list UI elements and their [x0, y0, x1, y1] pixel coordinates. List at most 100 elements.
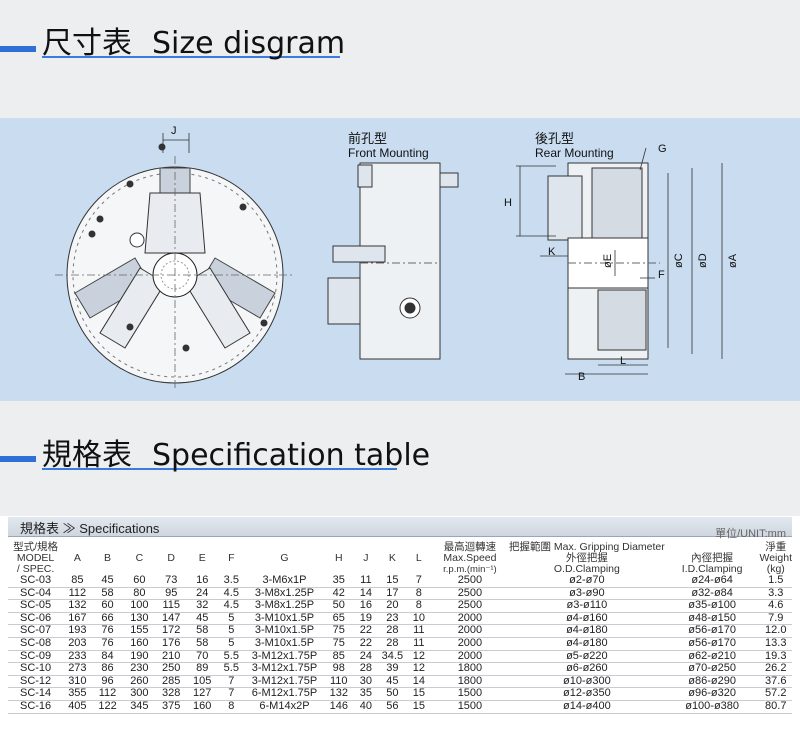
table-cell: 3-M10x1.5P	[245, 625, 324, 638]
table-cell: 2000	[430, 637, 509, 651]
table-cell: 12.0	[759, 625, 792, 638]
table-cell: ø35-ø100	[664, 600, 760, 613]
table-cell: SC-05	[8, 600, 64, 613]
table-cell: 132	[63, 600, 92, 613]
table-cell: 2500	[430, 587, 509, 601]
table-cell: 300	[123, 688, 156, 701]
table-cell: 15	[406, 688, 431, 701]
title-en: Size disgram	[152, 26, 346, 61]
table-cell: 3.5	[217, 574, 246, 588]
table-cell: 110	[323, 675, 354, 689]
table-cell: ø24-ø64	[664, 574, 760, 588]
table-cell: 8	[406, 587, 431, 601]
table-cell: 5.5	[217, 650, 246, 664]
table-cell: 96	[91, 675, 124, 689]
table-cell: 146	[323, 700, 354, 714]
table-cell: 80.7	[759, 700, 792, 714]
spec-panel: 規格表 ≫ Specifications 單位/UNIT:mm 型式/規格 MO…	[8, 517, 792, 749]
table-cell: SC-08	[8, 637, 64, 651]
col-g: G	[280, 551, 289, 564]
table-cell: 45	[377, 675, 407, 689]
table-cell: 310	[63, 675, 92, 689]
table-cell: ø48-ø150	[664, 612, 760, 626]
top-band	[0, 0, 800, 118]
table-cell: ø86-ø290	[664, 675, 760, 689]
table-cell: 24	[187, 587, 218, 601]
table-cell: 112	[91, 688, 124, 701]
table-cell: 375	[155, 700, 188, 714]
table-cell: 6-M12x1.75P	[245, 688, 324, 701]
table-cell: 76	[91, 625, 124, 638]
table-cell: 12	[406, 650, 431, 664]
table-cell: 50	[377, 688, 407, 701]
spec-panel-header: 規格表 ≫ Specifications	[8, 517, 792, 537]
col-j: J	[363, 551, 369, 564]
dim-l-label: L	[620, 355, 626, 367]
table-cell: 58	[187, 637, 218, 651]
table-cell: 95	[155, 587, 188, 601]
table-cell: 1500	[430, 700, 509, 714]
dim-g-label: G	[658, 143, 667, 155]
dim-b-label: B	[578, 371, 585, 383]
table-cell: 132	[323, 688, 354, 701]
table-cell: 65	[323, 612, 354, 626]
table-cell: 3.3	[759, 587, 792, 601]
table-cell: 85	[63, 574, 92, 588]
table-cell: 167	[63, 612, 92, 626]
table-cell: 3-M8x1.25P	[245, 600, 324, 613]
table-cell: ø4-ø180	[508, 625, 665, 638]
col-d: D	[167, 551, 176, 564]
table-cell: ø4-ø160	[508, 612, 665, 626]
header-accent-bar	[0, 456, 36, 462]
dim-a-label: øA	[727, 253, 739, 268]
col-k: K	[388, 551, 396, 564]
table-cell: 230	[123, 663, 156, 676]
table-cell: 45	[91, 574, 124, 588]
dim-e-label: øE	[602, 254, 614, 268]
table-cell: 7.9	[759, 612, 792, 626]
front-cn: 前孔型	[348, 131, 387, 146]
spec-panel-title: 規格表 ≫ Specifications	[20, 521, 160, 536]
table-cell: 16	[187, 574, 218, 588]
table-cell: 22	[353, 625, 378, 638]
table-cell: 70	[187, 650, 218, 664]
table-cell: 160	[123, 637, 156, 651]
table-cell: 155	[123, 625, 156, 638]
table-cell: 76	[91, 637, 124, 651]
table-cell: 28	[377, 637, 407, 651]
table-cell: 20	[377, 600, 407, 613]
dim-j-label: J	[171, 125, 177, 137]
table-cell: 89	[187, 663, 218, 676]
rear-cn: 後孔型	[535, 131, 574, 146]
table-cell: 98	[323, 663, 354, 676]
table-cell: 75	[323, 637, 354, 651]
table-cell: 80	[123, 587, 156, 601]
table-cell: 4.5	[217, 600, 246, 613]
table-cell: 16	[353, 600, 378, 613]
col-weight: 淨重 Weight (kg)	[759, 540, 793, 575]
table-cell: 3-M12x1.75P	[245, 675, 324, 689]
dim-h-label: H	[504, 197, 512, 209]
table-cell: 3-M12x1.75P	[245, 650, 324, 664]
table-cell: ø100-ø380	[664, 700, 760, 714]
table-cell: 2500	[430, 600, 509, 613]
table-cell: 115	[155, 600, 188, 613]
table-cell: 4.6	[759, 600, 792, 613]
table-cell: 4.5	[217, 587, 246, 601]
table-cell: 39	[377, 663, 407, 676]
dim-c-label: øC	[673, 253, 685, 268]
table-cell: 100	[123, 600, 156, 613]
table-cell: 11	[406, 625, 431, 638]
table-cell: 28	[377, 625, 407, 638]
table-cell: 14	[353, 587, 378, 601]
table-cell: ø70-ø250	[664, 663, 760, 676]
table-cell: 285	[155, 675, 188, 689]
table-cell: 23	[377, 612, 407, 626]
col-f: F	[228, 551, 235, 564]
table-cell: 5	[217, 637, 246, 651]
table-cell: 7	[217, 688, 246, 701]
